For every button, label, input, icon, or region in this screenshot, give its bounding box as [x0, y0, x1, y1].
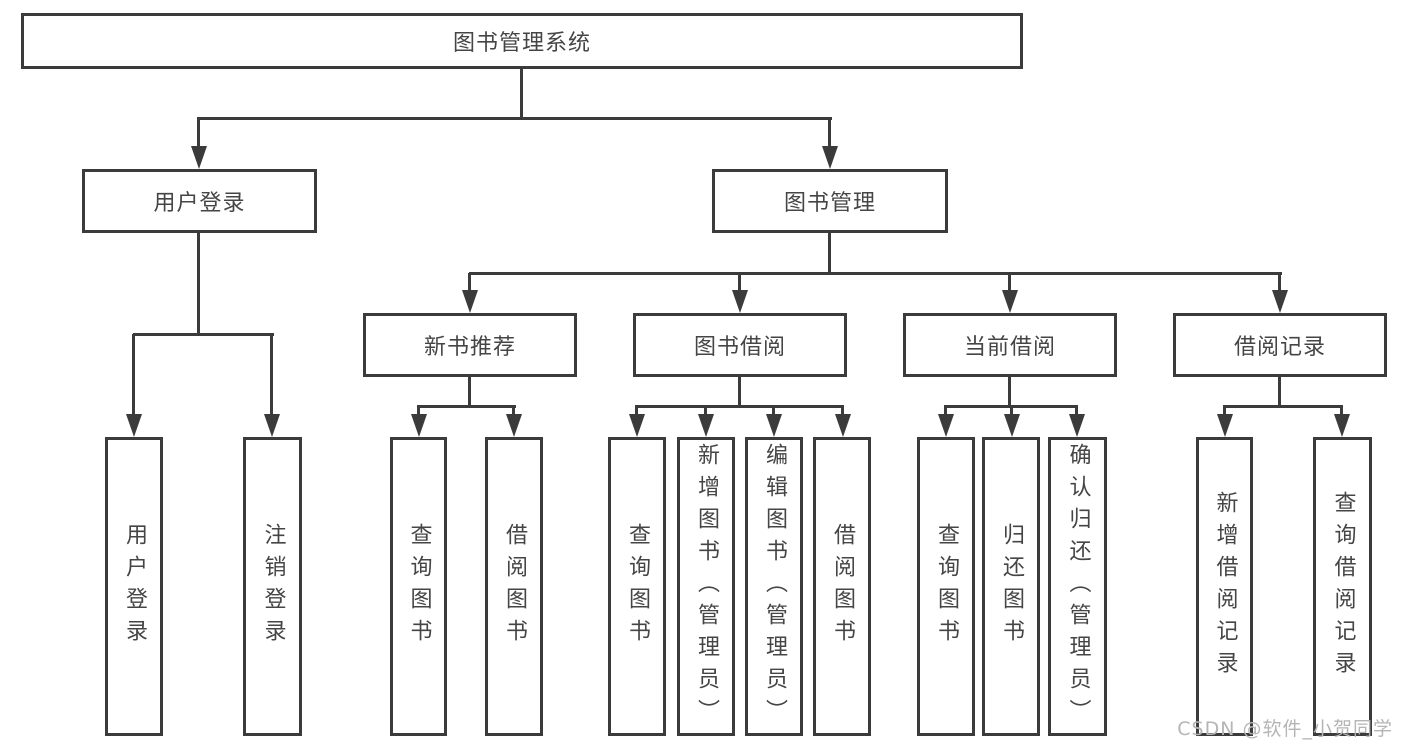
connector-vline: [132, 334, 135, 414]
connector-vline: [417, 406, 420, 414]
connector-vline: [197, 233, 200, 336]
leaf-confirm-return-admin-label: 确认归还（管理员）: [1065, 442, 1091, 731]
branch-book-management: 图书管理: [712, 169, 948, 233]
arrow-down-icon: [1069, 414, 1085, 437]
connector-vline: [197, 118, 200, 147]
arrow-down-icon: [126, 414, 142, 437]
leaf-return-books: 归还图书: [982, 437, 1040, 736]
arrow-down-icon: [264, 414, 280, 437]
leaf-return-books-label: 归还图书: [999, 522, 1024, 651]
connector-vline: [1278, 273, 1281, 290]
branch-user-login-label: 用户登录: [153, 191, 246, 216]
connector-vline: [1278, 377, 1281, 406]
arrow-down-icon: [1272, 290, 1288, 313]
leaf-logout: 注销登录: [243, 437, 302, 736]
leaf-user-login-label: 用户登录: [122, 522, 147, 651]
leaf-query-borrow-record-label: 查询借阅记录: [1330, 490, 1356, 683]
leaf-query-books-1: 查询图书: [390, 437, 447, 736]
connector-vline: [828, 118, 831, 147]
connector-vline: [512, 406, 515, 414]
connector-vline: [841, 406, 844, 414]
connector-vline: [738, 273, 741, 290]
group-new-book-recommend: 新书推荐: [363, 313, 577, 377]
connector-vline: [1075, 406, 1078, 414]
arrow-down-icon: [462, 290, 478, 313]
connector-vline: [468, 273, 471, 290]
leaf-add-borrow-record-label: 新增借阅记录: [1212, 490, 1238, 683]
arrow-down-icon: [822, 146, 838, 169]
arrow-down-icon: [766, 414, 782, 437]
leaf-query-books-1-label: 查询图书: [406, 522, 432, 651]
branch-book-management-label: 图书管理: [783, 191, 876, 216]
group-current-borrow-label: 当前借阅: [963, 335, 1056, 360]
arrow-down-icon: [698, 414, 714, 437]
connector-hline: [133, 333, 274, 336]
arrow-down-icon: [629, 414, 645, 437]
group-current-borrow: 当前借阅: [903, 313, 1117, 377]
arrow-down-icon: [506, 414, 522, 437]
leaf-borrow-books-1-label: 借阅图书: [502, 522, 527, 651]
leaf-query-borrow-record: 查询借阅记录: [1313, 437, 1372, 736]
leaf-borrow-books-1: 借阅图书: [485, 437, 543, 736]
leaf-confirm-return-admin: 确认归还（管理员）: [1048, 437, 1107, 736]
connector-vline: [772, 406, 775, 414]
group-borrow-records: 借阅记录: [1173, 313, 1387, 377]
leaf-query-books-3-label: 查询图书: [934, 522, 959, 651]
arrow-down-icon: [1002, 290, 1018, 313]
arrow-down-icon: [1217, 414, 1233, 437]
connector-vline: [1340, 406, 1343, 414]
arrow-down-icon: [732, 290, 748, 313]
leaf-borrow-books-2: 借阅图书: [813, 437, 871, 736]
arrow-down-icon: [1334, 414, 1350, 437]
arrow-down-icon: [1004, 414, 1020, 437]
leaf-add-book-admin-label: 新增图书（管理员）: [694, 442, 719, 731]
node-root-label: 图书管理系统: [452, 31, 591, 56]
group-book-borrow: 图书借阅: [633, 313, 847, 377]
connector-vline: [944, 406, 947, 414]
connector-vline: [635, 406, 638, 414]
connector-vline: [1223, 406, 1226, 414]
connector-vline: [1010, 406, 1013, 414]
connector-vline: [468, 377, 471, 406]
group-new-book-recommend-label: 新书推荐: [423, 335, 516, 360]
connector-hline: [469, 272, 1282, 275]
watermark: CSDN @软件_小贺同学: [1177, 718, 1393, 740]
connector-vline: [738, 377, 741, 406]
connector-vline: [828, 233, 831, 273]
connector-vline: [520, 69, 523, 118]
group-borrow-records-label: 借阅记录: [1233, 335, 1326, 360]
arrow-down-icon: [835, 414, 851, 437]
leaf-edit-book-admin-label: 编辑图书（管理员）: [762, 442, 787, 731]
leaf-logout-label: 注销登录: [260, 522, 286, 651]
branch-user-login: 用户登录: [82, 169, 317, 233]
arrow-down-icon: [938, 414, 954, 437]
leaf-user-login: 用户登录: [105, 437, 163, 736]
group-book-borrow-label: 图书借阅: [693, 335, 786, 360]
leaf-query-books-2: 查询图书: [608, 437, 666, 736]
connector-hline: [197, 117, 832, 120]
connector-hline: [635, 405, 844, 408]
connector-hline: [417, 405, 516, 408]
leaf-query-books-3: 查询图书: [917, 437, 975, 736]
leaf-borrow-books-2-label: 借阅图书: [830, 522, 855, 651]
node-root: 图书管理系统: [21, 13, 1023, 69]
connector-vline: [1008, 377, 1011, 406]
arrow-down-icon: [411, 414, 427, 437]
leaf-add-book-admin: 新增图书（管理员）: [677, 437, 735, 736]
leaf-query-books-2-label: 查询图书: [625, 522, 650, 651]
leaf-add-borrow-record: 新增借阅记录: [1196, 437, 1253, 736]
connector-vline: [704, 406, 707, 414]
connector-vline: [1008, 273, 1011, 290]
leaf-edit-book-admin: 编辑图书（管理员）: [745, 437, 803, 736]
connector-hline: [1223, 405, 1343, 408]
arrow-down-icon: [191, 146, 207, 169]
connector-vline: [270, 334, 273, 414]
